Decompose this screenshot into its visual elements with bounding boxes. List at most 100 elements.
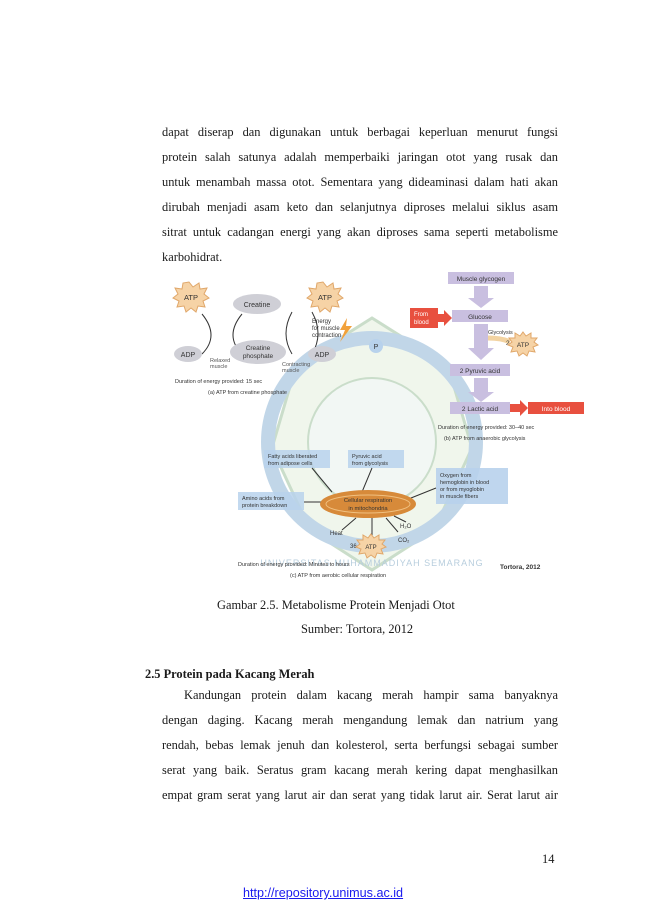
figure-metabolism-diagram: UNIVERSITAS MUHAMMADIYAH SEMARANG ATP Cr… — [172, 270, 585, 582]
creatine-phosphate-label: phosphate — [243, 353, 274, 360]
muscle-glycogen-label: Muscle glycogen — [457, 276, 506, 283]
pyruvic-label: Pyruvic acid — [352, 454, 382, 460]
amino-acids-label: Amino acids from — [242, 496, 285, 502]
glycolysis-label: Glycolysis — [488, 330, 513, 336]
text-line: karbohidrat. — [162, 250, 223, 264]
text-line: dengan daging. Kacang merah mengandung l… — [162, 713, 558, 727]
text-line: rendah, bebas lemak jenuh dan kolesterol… — [162, 738, 558, 752]
mitochondria-ellipse — [320, 490, 416, 518]
right-arrow — [438, 310, 452, 326]
text-line: Kandungan protein dalam kacang merah ham… — [184, 688, 558, 702]
fatty-acids-label: from adipose cells — [268, 461, 313, 467]
relaxed-label: Relaxed — [210, 358, 230, 364]
adp-ellipse — [308, 346, 336, 362]
arrow-line — [341, 515, 407, 538]
paragraph-body-1: dapat diserap dan digunakan untuk berbag… — [162, 120, 558, 270]
pyruvic-acid-box — [450, 364, 510, 376]
right-arrow — [510, 400, 528, 416]
lactic-acid-label: 2 Lactic acid — [462, 406, 499, 413]
cellular-respiration-label: in mitochondria — [348, 506, 388, 512]
atp-label: ATP — [365, 545, 376, 551]
amino-acids-box — [238, 492, 304, 510]
section-heading: 2.5 Protein pada Kacang Merah — [145, 667, 315, 681]
oxygen-label: Oxygen from — [440, 473, 472, 479]
duration-label: Duration of energy provided: Minutes to … — [238, 562, 350, 568]
down-arrow — [468, 324, 494, 360]
page-number: 14 — [542, 852, 555, 866]
from-blood-box — [410, 308, 438, 328]
muscle-glycogen-box — [448, 272, 514, 284]
oxygen-label: or from myoglobin — [440, 487, 484, 493]
down-arrow — [468, 378, 494, 402]
oxygen-label: in muscle fibers — [440, 494, 478, 500]
branch-arrow — [487, 335, 512, 345]
into-blood-label: Into blood — [542, 406, 571, 413]
text-line: empat gram serat yang larut air dan sera… — [162, 788, 558, 802]
atp-label: ATP — [318, 293, 332, 302]
from-blood-label: From — [414, 312, 428, 318]
creatine-phosphate-ellipse — [230, 340, 286, 364]
phosphate-circle — [369, 339, 383, 353]
repository-link[interactable]: http://repository.unimus.ac.id — [243, 886, 404, 900]
lightning-icon — [340, 318, 352, 342]
for-muscle-label: for muscle — [312, 326, 340, 332]
text-line: sitrat untuk cadangan energi yang akan d… — [162, 225, 558, 239]
adp-label: ADP — [181, 352, 196, 359]
atp-label: ATP — [517, 342, 529, 349]
fatty-acids-label: Fatty acids liberated — [268, 454, 317, 460]
text-line: protein salah satunya adalah memperbaiki… — [162, 150, 558, 164]
atp-starburst-icon — [354, 533, 388, 559]
atp-starburst-icon — [506, 331, 540, 357]
arrow-curve — [285, 311, 293, 355]
oxygen-label: hemoglobin in blood — [440, 480, 489, 486]
creatine-label: Creatine — [244, 302, 271, 309]
oxygen-box — [436, 468, 508, 504]
relaxed-label: muscle — [210, 364, 227, 370]
duration-label: Duration of energy provided: 30–40 sec — [438, 425, 535, 431]
contraction-label: contraction — [312, 333, 341, 339]
adp-ellipse — [174, 346, 202, 362]
mitochondria-inner — [325, 494, 411, 514]
panel-b-glycolysis: Muscle glycogen From blood Glucose Glyco… — [410, 272, 584, 442]
adp-label: ADP — [315, 352, 330, 359]
heat-label: Heat — [330, 531, 343, 537]
arrow-curve — [201, 313, 212, 355]
panel-c-aerobic: Fatty acids liberated from adipose cells… — [238, 450, 508, 579]
phosphate-label: P — [374, 344, 379, 351]
atp-label: ATP — [184, 293, 198, 302]
text-line: dapat diserap dan digunakan untuk berbag… — [162, 125, 558, 139]
lactic-acid-box — [450, 402, 510, 414]
glucose-label: Glucose — [468, 314, 492, 321]
h2o-label: H₂O — [400, 524, 412, 530]
atp-starburst-icon — [172, 281, 210, 313]
creatine-ellipse — [233, 294, 281, 314]
duration-label: Duration of energy provided: 15 sec — [175, 379, 262, 385]
figure-caption: Gambar 2.5. Metabolisme Protein Menjadi … — [217, 598, 455, 612]
co2-label: CO₂ — [398, 538, 410, 544]
atp-count: 36 — [350, 544, 357, 550]
from-blood-label: blood — [414, 320, 429, 326]
atp-starburst-icon — [306, 281, 344, 313]
creatine-phosphate-label: Creatine — [246, 345, 271, 352]
panel-label: (b) ATP from anaerobic glycolysis — [444, 436, 526, 442]
diagram-svg: UNIVERSITAS MUHAMMADIYAH SEMARANG ATP Cr… — [172, 272, 584, 579]
fatty-acids-box — [264, 450, 330, 468]
figure-credit: Tortora, 2012 — [500, 564, 541, 571]
energy-label: Energy — [312, 319, 331, 325]
text-line: untuk menambah massa otot. Sementara yan… — [162, 175, 558, 189]
text-line: dirubah menjadi asam keto dan selanjutny… — [162, 200, 558, 214]
cellular-respiration-label: Cellular respiration — [344, 498, 392, 504]
panel-label: (a) ATP from creatine phosphate — [208, 390, 287, 396]
amino-acids-label: protein breakdown — [242, 503, 287, 509]
glucose-box — [452, 310, 508, 322]
arrow-line — [304, 467, 437, 503]
pyruvic-box — [348, 450, 404, 468]
contracting-label: Contracting — [282, 362, 310, 368]
down-arrow — [468, 286, 494, 308]
watermark-text: UNIVERSITAS MUHAMMADIYAH SEMARANG — [260, 558, 483, 568]
into-blood-box — [528, 402, 584, 414]
figure-source: Sumber: Tortora, 2012 — [301, 622, 414, 636]
pyruvic-label: from glycolysis — [352, 461, 388, 467]
atp-count: 2 — [506, 340, 510, 347]
paragraph-body-2: Kandungan protein dalam kacang merah ham… — [162, 683, 558, 808]
